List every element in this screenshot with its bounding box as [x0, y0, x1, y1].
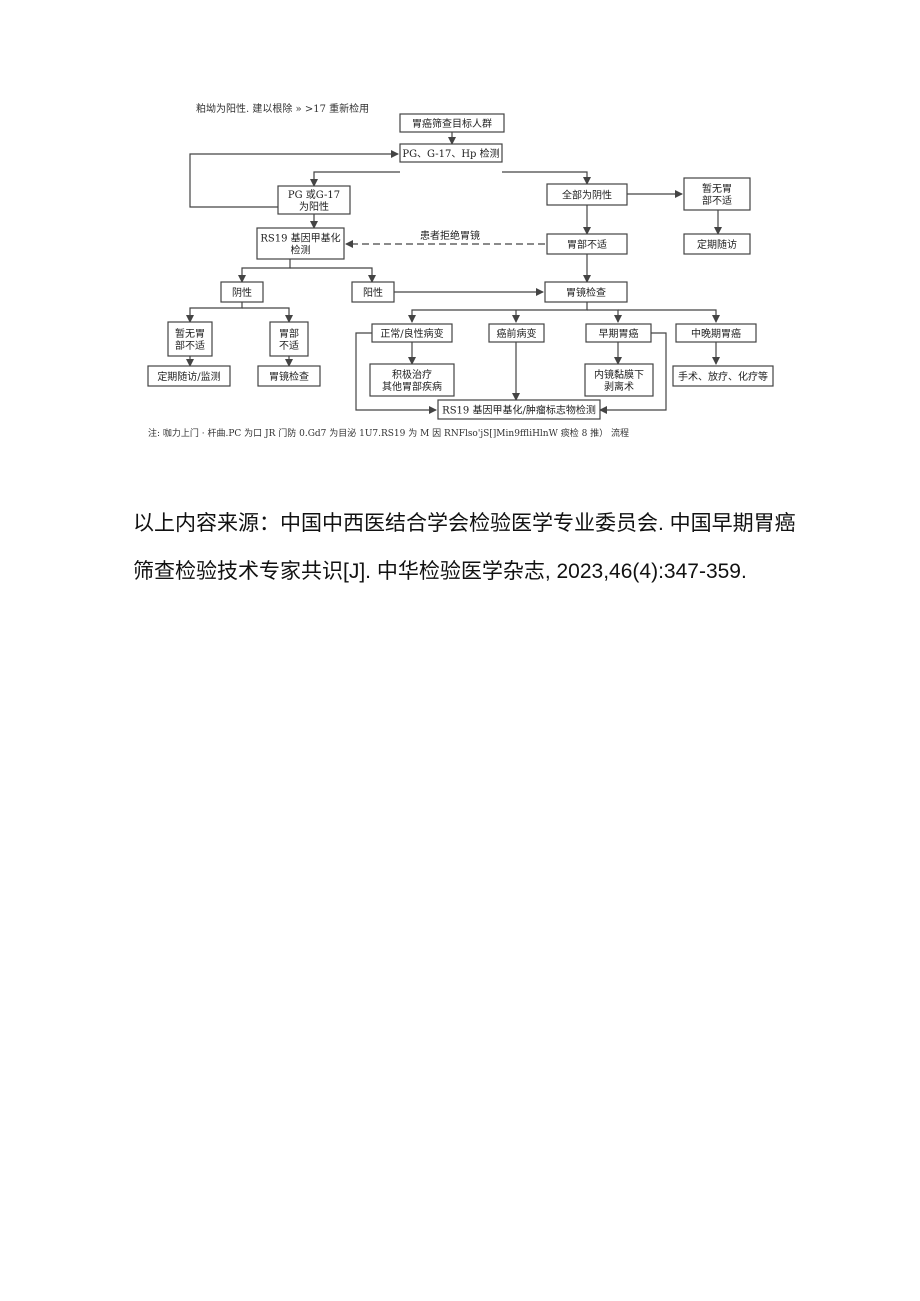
rs19-tumor-label: RS19 基因甲基化/肿瘤标志物检测 — [442, 404, 596, 417]
node-positive: 阳性 — [351, 281, 395, 303]
advanced-cancer-label: 中晚期胃癌 — [691, 327, 741, 340]
followup-right-label: 定期随访 — [697, 238, 737, 251]
refuse-gastroscopy-label: 患者拒绝胃镜 — [420, 229, 480, 242]
node-pg-g17-hp-test: PG、G-17、Hp 检测 — [399, 143, 503, 163]
node-followup-monitor: 定期随访/监测 — [147, 365, 231, 387]
node-early-cancer: 早期胃癌 — [585, 323, 652, 343]
edge-gastroscopy-to-advanced — [618, 309, 720, 323]
edge-test-to-pg-positive — [310, 171, 400, 187]
node-gastroscopy-left: 胃镜检查 — [257, 365, 321, 387]
gastroscopy-left-label: 胃镜检查 — [269, 370, 309, 383]
pg-positive-label: 为阳性 — [299, 200, 329, 213]
node-all-negative: 全部为阴性 — [546, 183, 628, 206]
no-discomfort-left-label: 部不适 — [175, 339, 205, 352]
node-target-population: 胃癌筛查目标人群 — [399, 113, 505, 133]
edge-rs19-to-positive — [290, 267, 376, 283]
source-citation-line-1: 以上内容来源：中国中西医结合学会检验医学专业委员会. 中国早期胃癌 — [133, 512, 796, 535]
no-discomfort-left-label: 暂无胃 — [175, 328, 205, 340]
discomfort-left-label: 胃部 — [279, 327, 299, 340]
precancer-label: 癌前病变 — [497, 327, 537, 340]
node-gastric-discomfort-mid: 胃部不适 — [546, 233, 628, 255]
rs19-test-label: RS19 基因甲基化 — [260, 232, 340, 245]
all-negative-label: 全部为阴性 — [562, 189, 612, 202]
edge-early-loop-to-rs19 — [599, 332, 667, 414]
diagram-footnote: 注: 咖力上门 · 杆曲.PC 为口 JR 门防 0.Gd7 为目泌 1U7.R… — [148, 427, 629, 439]
node-precancerous: 癌前病变 — [488, 323, 545, 343]
gastroscopy-label: 胃镜检查 — [566, 286, 606, 299]
normal-benign-label: 正常/良性病变 — [380, 327, 443, 340]
positive-label: 阳性 — [363, 286, 383, 299]
esd-label: 剥离术 — [604, 380, 634, 393]
pg-positive-label: PG 或G-17 — [288, 189, 340, 201]
edge-gastroscopy-branch — [408, 302, 588, 323]
rs19-test-label: 检测 — [291, 244, 311, 257]
node-advanced-cancer: 中晚期胃癌 — [675, 323, 757, 343]
node-rs19-tumor-marker-test: RS19 基因甲基化/肿瘤标志物检测 — [437, 399, 601, 420]
no-discomfort-right-label: 暂无胃 — [702, 183, 732, 195]
no-discomfort-right-label: 部不适 — [702, 194, 732, 207]
node-surgery-radio-chemo: 手术、放疗、化疗等 — [672, 365, 774, 387]
source-citation-line-2: 筛查检验技术专家共识[J]. 中华检验医学杂志, 2023,46(4):347-… — [133, 560, 747, 583]
node-followup-right: 定期随访 — [683, 233, 751, 255]
edge-gastroscopy-to-early — [587, 309, 622, 323]
pg-test-label: PG、G-17、Hp 检测 — [402, 147, 499, 160]
flowchart-edges — [186, 132, 722, 414]
edge-hp-eradication-loop — [189, 150, 399, 208]
edge-rs19-to-negative — [238, 259, 291, 283]
edge-negative-to-discomfort — [242, 307, 293, 323]
active-treatment-label: 其他胃部疾病 — [382, 380, 442, 393]
discomfort-left-label: 不适 — [279, 340, 299, 352]
followup-monitor-label: 定期随访/监测 — [157, 370, 220, 383]
node-discomfort-left: 胃部不适 — [269, 321, 309, 357]
edge-test-to-all-negative — [502, 171, 591, 185]
node-gastroscopy: 胃镜检查 — [544, 281, 628, 303]
negative-label: 阴性 — [232, 286, 252, 299]
target-label: 胃癌筛查目标人群 — [412, 117, 492, 130]
node-normal-benign: 正常/良性病变 — [371, 323, 453, 343]
screening-flowchart: 粕坳为阳性. 建以根除 » >17 重新检用 患者拒绝胃镜 胃癌筛查目标人群 — [147, 102, 774, 439]
discomfort-mid-label: 胃部不适 — [567, 238, 607, 251]
surgery-label: 手术、放疗、化疗等 — [678, 370, 768, 383]
active-treatment-label: 积极治疗 — [392, 368, 432, 381]
top-note: 粕坳为阳性. 建以根除 » >17 重新检用 — [196, 102, 369, 115]
esd-label: 内镜黏膜下 — [594, 368, 644, 381]
edge-benign-loop-to-rs19 — [355, 332, 437, 414]
early-cancer-label: 早期胃癌 — [599, 327, 639, 340]
edge-negative-split — [186, 302, 243, 323]
node-negative: 阴性 — [220, 281, 264, 303]
